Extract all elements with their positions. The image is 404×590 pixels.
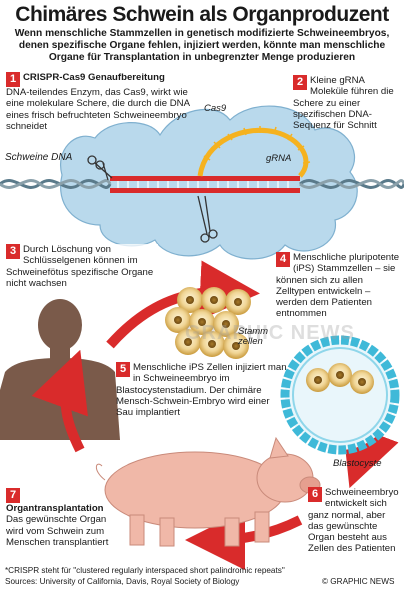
cycle-arrow-4 [31, 349, 88, 453]
step-1-text: DNA-teilendes Enzym, das Cas9, wirkt wie… [6, 87, 190, 132]
label-grna: gRNA [266, 153, 292, 164]
step-1-number: 1 [6, 72, 20, 87]
cas9-enzyme-shape [60, 105, 358, 260]
label-cas9: Cas9 [204, 103, 227, 114]
watermark: GRAPHIC NEWS [185, 322, 355, 344]
step-7-text: Das gewünschte Organ wird vom Schwein zu… [6, 514, 109, 548]
step-4-text: Menschliche pluripotente (iPS) Stammzell… [276, 252, 400, 320]
step-3-number: 3 [6, 244, 20, 259]
stem-cells-cluster [165, 287, 251, 359]
label-dna: Schweine DNA [5, 152, 73, 163]
human-silhouette [0, 299, 120, 440]
step-6-number: 6 [308, 487, 322, 502]
step-6-text: Schweineembryo entwickelt sich ganz norm… [308, 487, 399, 555]
step-5-number: 5 [116, 362, 130, 377]
label-stem-cells: Stamm zellen [238, 326, 269, 347]
credit: © GRAPHIC NEWS [322, 577, 395, 586]
page-subtitle: Wenn menschliche Stammzellen in genetisc… [14, 28, 390, 63]
page-title: Chimäres Schwein als Organproduzent [15, 3, 389, 26]
step-4-number: 4 [276, 252, 290, 267]
footnote: *CRISPR steht für "clustered regularly i… [5, 566, 285, 575]
blastocyst [280, 335, 400, 455]
step-7-number: 7 [6, 488, 20, 503]
dna-target-sequence [110, 176, 300, 181]
step-7-heading: Organtransplantation [6, 503, 104, 514]
label-blastocyst: Blastocyste [333, 458, 382, 469]
scissors-icon-left [87, 155, 113, 181]
step-5-text: Menschliche iPS Zellen injiziert man in … [116, 362, 287, 419]
sources: Sources: University of California, Davis… [5, 577, 240, 586]
step-2-number: 2 [293, 75, 307, 90]
step-2-text: Kleine gRNA Moleküle führen die Schere z… [293, 75, 394, 132]
step-3-text: Durch Löschung von Schlüsselgenen können… [6, 244, 154, 289]
step-1-heading: CRISPR-Cas9 Genaufbereitung [23, 72, 165, 83]
pig-illustration [95, 436, 321, 547]
scissors-icon-right [197, 195, 218, 243]
